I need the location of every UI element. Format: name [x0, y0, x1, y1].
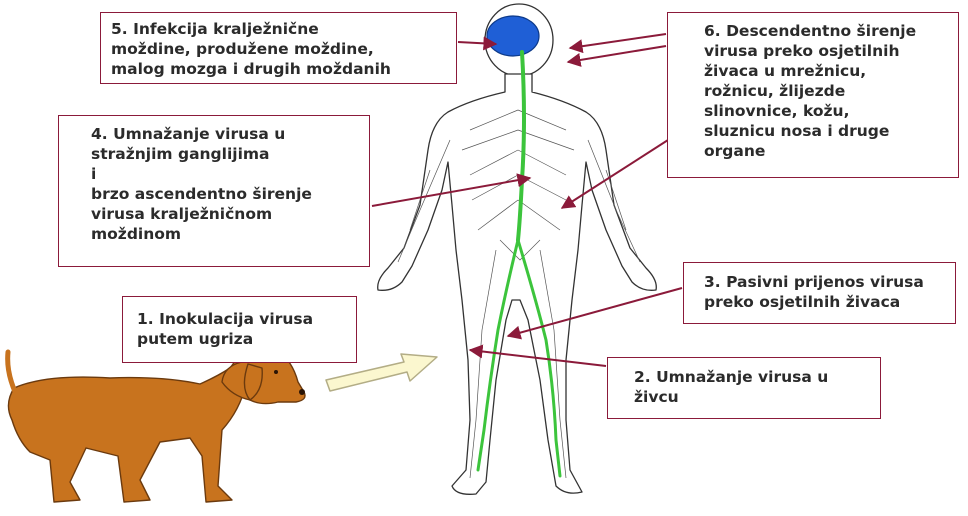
dog-nose	[299, 389, 305, 395]
label-step1: 1. Inokulacija virusa putem ugriza	[122, 296, 357, 363]
label-step3-text: 3. Pasivni prijenos virusa preko osjetil…	[704, 272, 945, 312]
label-step4: 4. Umnažanje virusa u stražnjim gangliji…	[58, 115, 370, 267]
label-step2-text: 2. Umnažanje virusa u živcu	[634, 367, 870, 407]
label-step3: 3. Pasivni prijenos virusa preko osjetil…	[683, 262, 956, 324]
label-step6: 6. Descendentno širenje virusa preko osj…	[667, 12, 959, 178]
dog-tail	[8, 352, 16, 394]
label-step5-text: 5. Infekcija kralježnične moždine, produ…	[111, 19, 446, 79]
arrow-step6-head-lower	[568, 46, 666, 62]
dog-body	[8, 360, 250, 502]
arrow-step6-head-upper	[570, 34, 666, 48]
dog-eye	[274, 370, 278, 374]
label-step1-text: 1. Inokulacija virusa putem ugriza	[137, 309, 346, 349]
label-step4-text: 4. Umnažanje virusa u stražnjim gangliji…	[91, 124, 359, 244]
brain-icon	[487, 16, 539, 56]
torso-outline	[378, 74, 657, 494]
label-step5: 5. Infekcija kralježnične moždine, produ…	[100, 12, 457, 84]
label-step2: 2. Umnažanje virusa u živcu	[607, 357, 881, 419]
dog-icon	[8, 348, 305, 502]
label-step6-text: 6. Descendentno širenje virusa preko osj…	[704, 21, 948, 161]
